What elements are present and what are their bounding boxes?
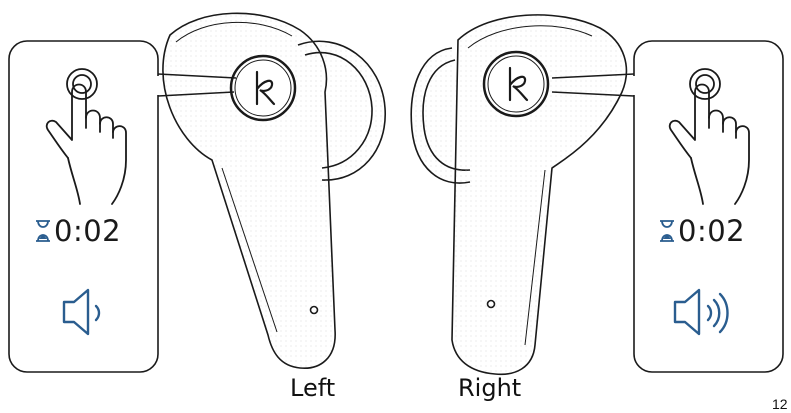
- right-touch-logo: [482, 50, 550, 118]
- volume-up-icon: [673, 288, 729, 336]
- left-label: Left: [290, 374, 336, 402]
- right-timer-value: 0:02: [678, 214, 746, 248]
- left-tap-hand-icon: [45, 68, 127, 205]
- right-tap-hand-icon: [668, 68, 750, 205]
- right-label: Right: [458, 374, 522, 402]
- hourglass-icon: [36, 220, 50, 242]
- left-timer-value: 0:02: [54, 214, 122, 248]
- hourglass-icon: [660, 220, 674, 242]
- left-timer: 0:02: [34, 214, 121, 248]
- right-callout-panel: [551, 40, 784, 373]
- left-touch-logo: [229, 54, 297, 122]
- right-timer: 0:02: [658, 214, 745, 248]
- page-number: 12: [772, 396, 788, 412]
- volume-down-icon: [62, 288, 101, 336]
